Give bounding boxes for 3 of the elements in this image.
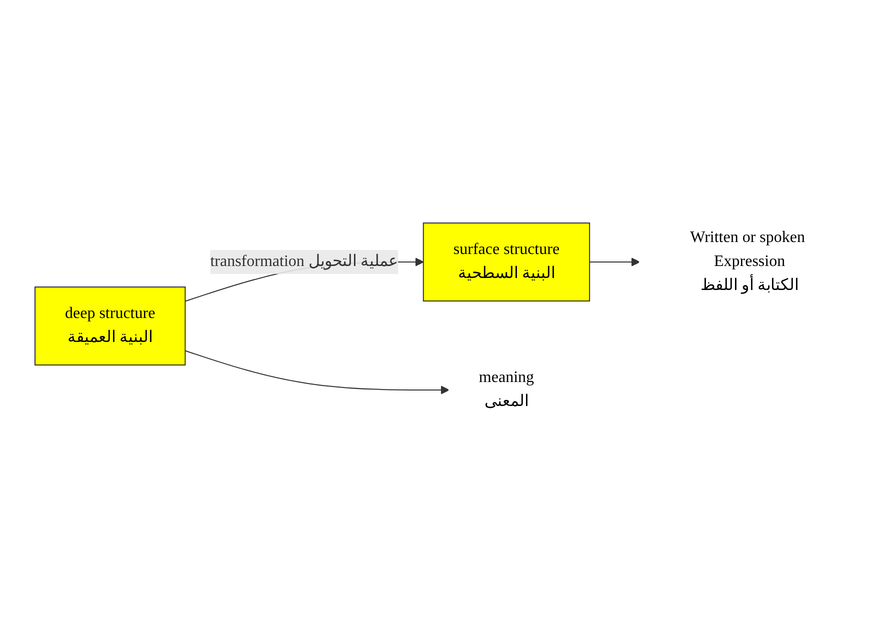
- arrow: [184, 350, 450, 394]
- arrow: [588, 257, 640, 266]
- edge-label: transformation عملية التحويل: [210, 252, 398, 270]
